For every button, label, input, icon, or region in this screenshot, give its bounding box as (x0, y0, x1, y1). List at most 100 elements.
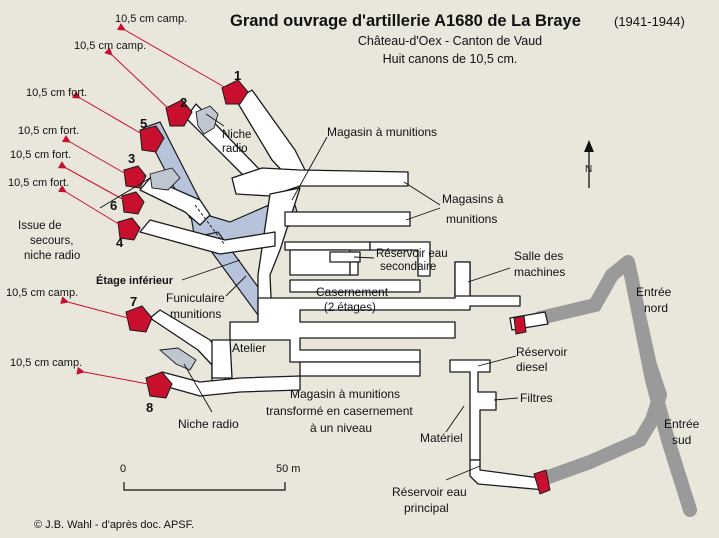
scale-bar: 0 50 m (120, 463, 300, 491)
gun-8-caliber: 10,5 cm camp. (10, 357, 82, 369)
leader-niche-radio-top (205, 113, 225, 127)
gun-casemate-6 (121, 191, 145, 215)
leader-salle-machines (467, 267, 511, 283)
leader-magasins-2 (405, 207, 441, 221)
scale-end: 50 m (276, 463, 300, 475)
gallery-hall-a (284, 241, 371, 251)
galleries (139, 89, 549, 491)
casernement-label-1: Casernement (316, 285, 389, 299)
gallery-entree-sud (469, 459, 546, 491)
leader-lines (99, 113, 519, 481)
reservoir-secondary-stem (349, 261, 359, 276)
gun-1-caliber: 10,5 cm camp. (115, 13, 187, 25)
gallery-magasin-transforme (299, 361, 421, 377)
salle-machines (454, 261, 471, 297)
casernement-label-2: (2 étages) (324, 302, 376, 314)
salle-machines-label-2: machines (514, 265, 565, 279)
gallery-upper-trans (231, 167, 409, 197)
gun-number-7: 7 (130, 294, 137, 309)
side-rooms (149, 105, 219, 371)
road-north (533, 255, 635, 325)
gun-2-caliber: 10,5 cm camp. (74, 40, 146, 52)
leader-materiel (445, 405, 465, 433)
issue-secours-label-2: secours, (30, 235, 73, 247)
arrow-gun-3 (61, 135, 127, 175)
north-arrow-letter: N (585, 164, 592, 175)
title-dates: (1941-1944) (614, 14, 685, 29)
gun-casemate-7 (125, 305, 153, 333)
arrow-gun-1 (116, 23, 227, 89)
funiculaire-label-2: munitions (170, 307, 221, 321)
dashed-link (194, 204, 226, 246)
gun-casemate-8 (145, 371, 173, 399)
subtitle-guns: Huit canons de 10,5 cm. (383, 52, 518, 66)
gun-casemate-5 (139, 125, 165, 153)
arrow-gun-6 (57, 161, 125, 201)
gun-4-caliber: 10,5 cm fort. (8, 177, 69, 189)
leader-etage-inferieur (181, 259, 241, 281)
gun-3-caliber: 10,5 cm fort. (18, 125, 79, 137)
gun-casemate-2 (165, 99, 193, 127)
entree-nord-label-1: Entrée (636, 285, 672, 299)
firing-arrows (57, 23, 227, 385)
gun-number-1: 1 (234, 68, 241, 83)
gun-6-caliber: 10,5 cm fort. (10, 149, 71, 161)
gun-casemate-1 (221, 79, 249, 105)
magasin-transforme-label-2: transformé en casernement (266, 404, 413, 418)
leader-reservoir-secondaire (353, 256, 375, 259)
arrow-gun-2 (104, 47, 171, 111)
magasin-transforme-label-1: Magasin à munitions (290, 387, 400, 401)
casemate-entree-nord (513, 315, 527, 335)
etage-inferieur-label: Étage inférieur (96, 274, 174, 287)
scale-bar-line (123, 482, 286, 491)
funiculaire-label-1: Funiculaire (166, 291, 225, 305)
gallery-magazines (284, 211, 411, 227)
reservoir-secondary-room (329, 251, 361, 263)
leader-funiculaire (225, 275, 247, 297)
entrance-roads (533, 255, 697, 517)
issue-secours-label-3: niche radio (24, 250, 80, 262)
filtres-label: Filtres (520, 391, 553, 405)
niche-radio-bottom-label: Niche radio (178, 417, 239, 431)
materiel-label: Matériel (420, 431, 463, 445)
leader-issue-secours (99, 177, 151, 209)
gun-casemates (117, 79, 551, 495)
salle-machines-label-1: Salle des (514, 249, 563, 263)
gun-labels: 10,5 cm camp. 10,5 cm camp. 10,5 cm fort… (6, 13, 241, 415)
arrow-gun-8 (76, 366, 149, 385)
area-labels: Niche radio Magasin à munitions Magasins… (18, 125, 700, 515)
niche-radio-bottom-room (158, 347, 197, 371)
issue-secours-label-1: Issue de (18, 220, 61, 232)
gun-number-6: 6 (110, 198, 117, 213)
arrow-gun-5 (71, 91, 143, 135)
magasins-munitions-label-1: Magasins à (442, 192, 504, 206)
gallery-atelier (211, 339, 233, 379)
niche-radio-top-label-2: radio (222, 143, 248, 155)
gun-number-3: 3 (128, 151, 135, 166)
gun-7-caliber: 10,5 cm camp. (6, 287, 78, 299)
casernement-rooms (289, 279, 421, 293)
leader-niche-radio-bottom (183, 363, 213, 413)
magasins-munitions-label-2: munitions (446, 212, 497, 226)
reservoir-diesel-label-1: Réservoir (516, 345, 567, 359)
subtitle-location: Château-d'Oex - Canton de Vaud (358, 34, 542, 48)
title-block: Grand ouvrage d'artillerie A1680 de La B… (230, 12, 685, 66)
entree-nord-label-2: nord (644, 301, 668, 315)
niche-radio-top-room (195, 105, 219, 135)
gun-casemate-3 (123, 165, 147, 189)
north-arrow-head (584, 140, 594, 152)
gun-casemate-4 (117, 217, 141, 241)
gallery-right-branch (369, 241, 431, 277)
arrow-gun-7 (60, 296, 129, 319)
leader-magasin-munitions (291, 136, 328, 201)
gallery-filtres (449, 359, 497, 461)
entree-sud-label-2: sud (672, 433, 691, 447)
title-main: Grand ouvrage d'artillerie A1680 de La B… (230, 12, 581, 30)
road-south (633, 313, 697, 517)
gun-5-caliber: 10,5 cm fort. (26, 87, 87, 99)
gun-number-5: 5 (140, 116, 147, 131)
reservoir-diesel-label-2: diesel (516, 360, 547, 374)
north-arrow: N (584, 140, 594, 188)
